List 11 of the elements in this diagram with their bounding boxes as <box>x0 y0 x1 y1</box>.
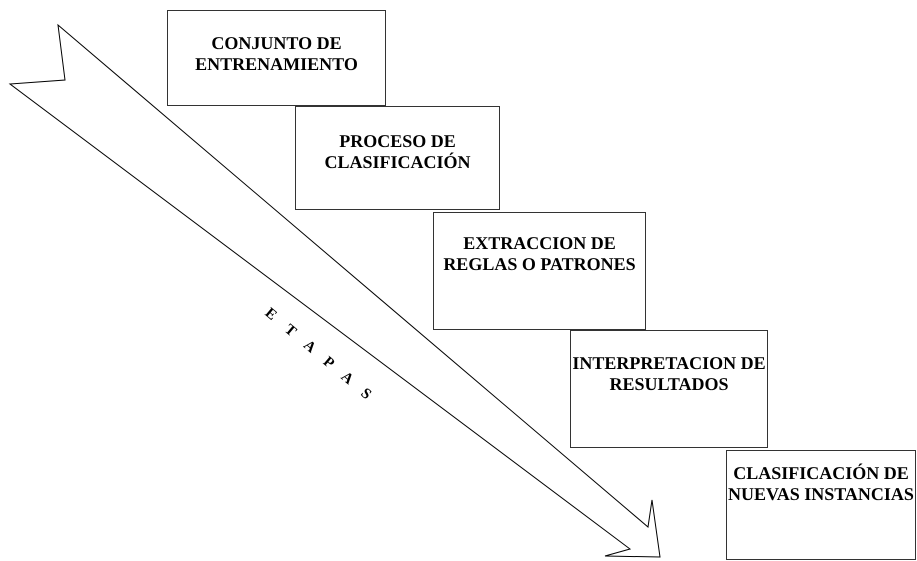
arrow-label: E T A P A S <box>261 305 379 408</box>
stage-box <box>433 212 646 330</box>
stage-box <box>167 10 386 106</box>
stage-box <box>570 330 768 448</box>
stage-label: PROCESO DE CLASIFICACIÓN <box>323 131 472 172</box>
stage-box <box>726 450 916 560</box>
stage-label: EXTRACCION DE REGLAS O PATRONES <box>442 233 637 274</box>
stage-label: CONJUNTO DE ENTRENAMIENTO <box>194 33 359 74</box>
stage-label: INTERPRETACION DE RESULTADOS <box>571 353 767 394</box>
stage-box <box>295 106 500 210</box>
stage-label: CLASIFICACIÓN DE NUEVAS INSTANCIAS <box>727 463 915 504</box>
